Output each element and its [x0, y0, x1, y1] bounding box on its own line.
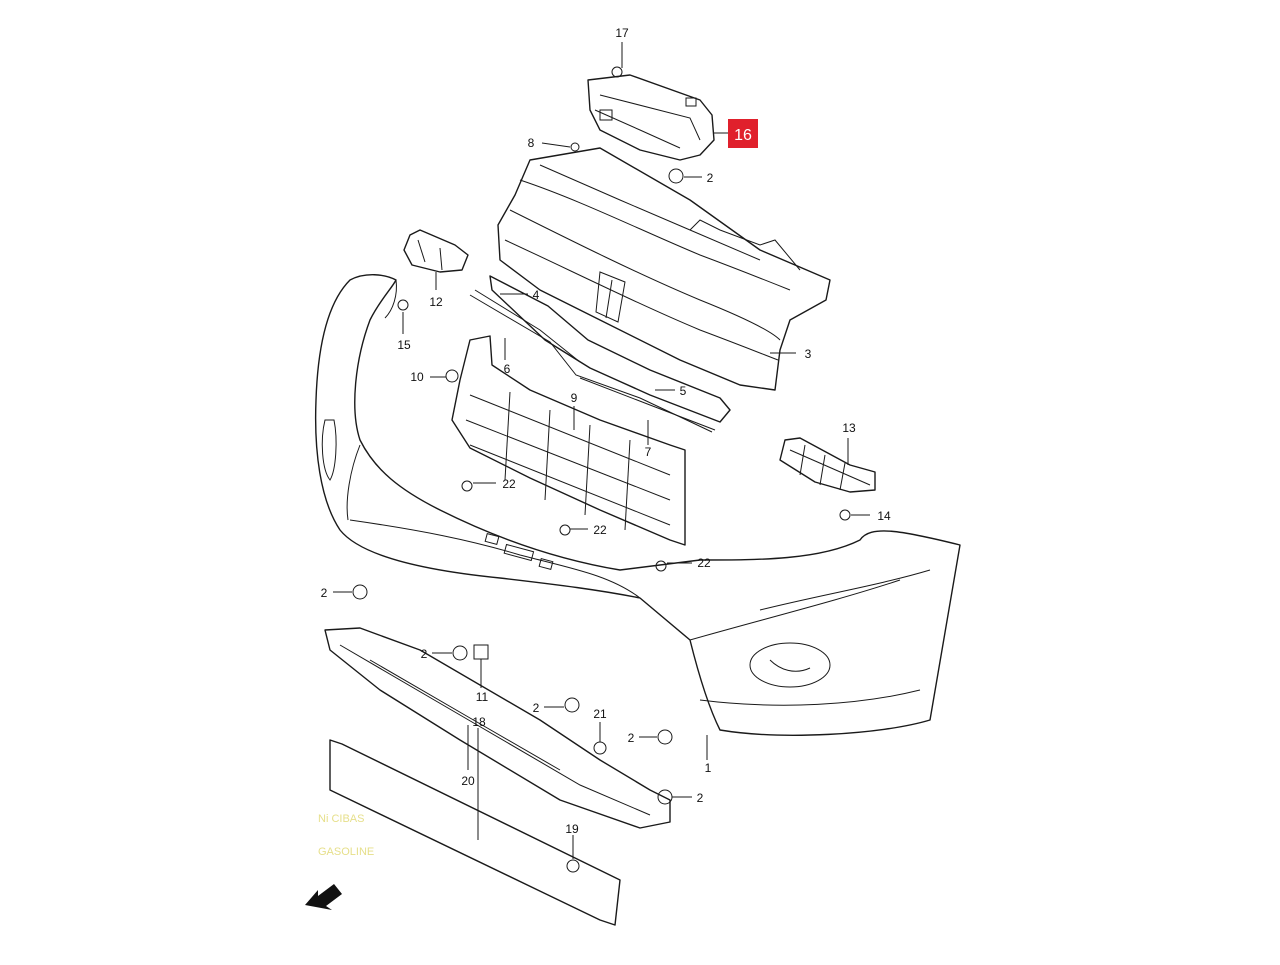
callout-2-right: 2	[628, 731, 635, 745]
callout-7: 7	[645, 445, 652, 459]
callout-1: 1	[705, 761, 712, 775]
ghost-text: Ni CIBAS GASOLINE	[318, 813, 374, 858]
callout-22-right: 22	[697, 556, 711, 570]
callout-22-middle: 22	[593, 523, 607, 537]
callout-14: 14	[877, 509, 891, 523]
callout-19: 19	[565, 822, 579, 836]
callout-13: 13	[842, 421, 856, 435]
callout-20: 20	[461, 774, 475, 788]
callout-18-text: 18	[472, 715, 486, 729]
callout-16: 16	[734, 127, 752, 144]
callout-17: 17	[615, 26, 629, 40]
lower-grille	[451, 335, 686, 546]
callout-3: 3	[805, 347, 812, 361]
molding-strips	[469, 275, 731, 433]
callout-2-top: 2	[707, 171, 714, 185]
callout-12: 12	[429, 295, 443, 309]
upper-grille	[497, 147, 831, 391]
callout-4: 4	[533, 288, 540, 302]
callout-6: 6	[504, 362, 511, 376]
callout-5: 5	[680, 384, 687, 398]
callout-2-mid-left: 2	[421, 647, 428, 661]
bracket-left	[403, 229, 469, 273]
callout-labels: 17 16 8 2 3 4 12 15 6 10 5 9 7 13 14 22 …	[321, 26, 891, 836]
svg-text:Ni CIBAS: Ni CIBAS	[318, 813, 364, 825]
upper-bracket	[587, 74, 715, 161]
fasteners	[352, 66, 851, 873]
front-direction-arrow-icon	[305, 884, 342, 910]
callout-16-highlight	[728, 119, 758, 148]
callout-15: 15	[397, 338, 411, 352]
callout-2-left: 2	[321, 586, 328, 600]
license-plate-bracket	[329, 739, 621, 926]
callout-9: 9	[571, 391, 578, 405]
svg-text:GASOLINE: GASOLINE	[318, 846, 374, 858]
callout-22-left: 22	[502, 477, 516, 491]
callout-2-center: 2	[533, 701, 540, 715]
leader-lines	[333, 42, 870, 859]
lower-absorber	[324, 627, 671, 829]
callout-21: 21	[593, 707, 607, 721]
bracket-right	[779, 437, 876, 493]
bumper-cover	[314, 274, 961, 736]
callout-2-bottom: 2	[697, 791, 704, 805]
callout-8: 8	[528, 136, 535, 150]
callout-11: 11	[476, 690, 489, 704]
callout-10: 10	[410, 370, 424, 384]
